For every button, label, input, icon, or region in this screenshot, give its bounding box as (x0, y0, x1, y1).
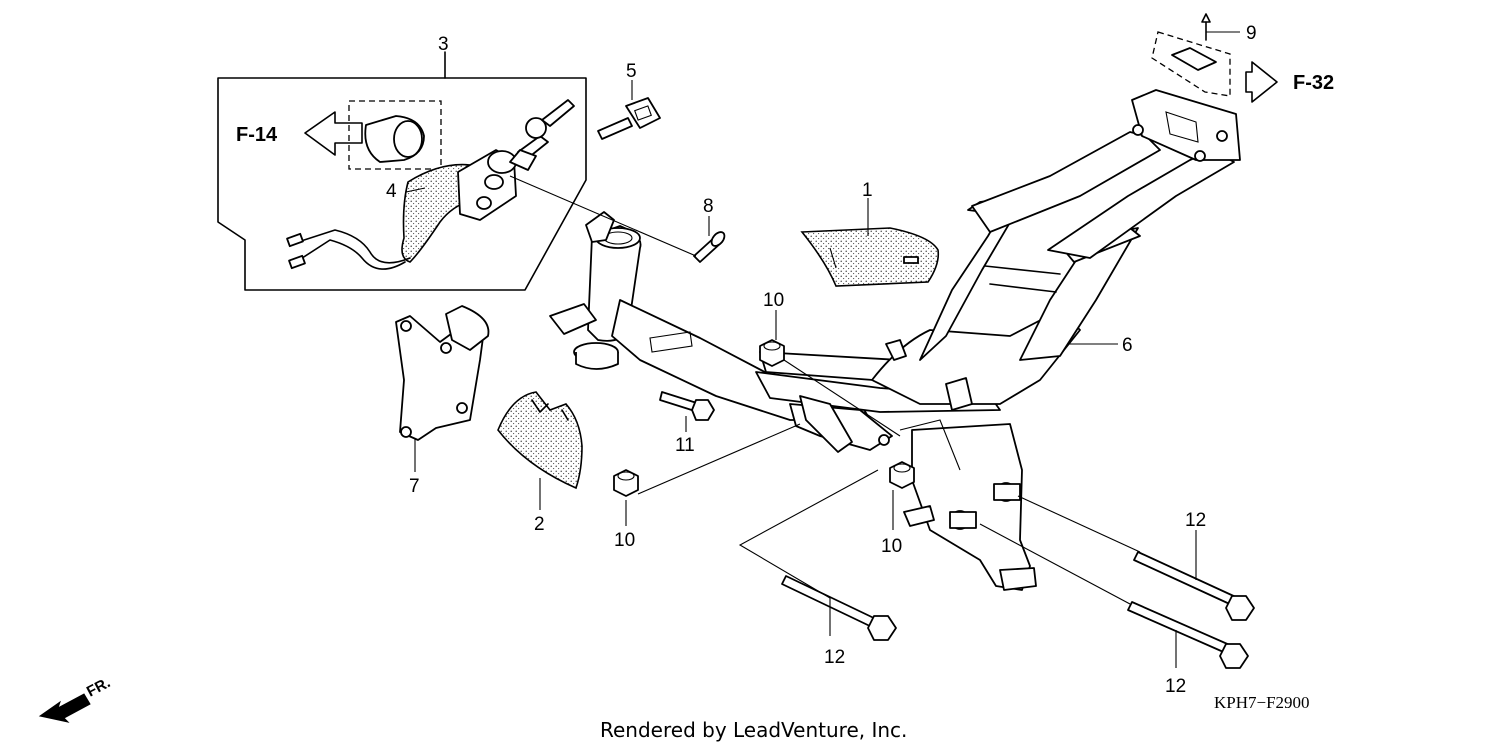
label-part-2[interactable]: 2 (534, 514, 545, 535)
label-part-12-lower-right[interactable]: 12 (1165, 676, 1186, 697)
label-part-10-upper[interactable]: 10 (763, 290, 784, 311)
part-11-bolt (659, 391, 715, 421)
part-10-nut-right (889, 461, 915, 489)
label-part-1[interactable]: 1 (862, 180, 873, 201)
label-part-12-upper[interactable]: 12 (1185, 510, 1206, 531)
part-10-nut-left (613, 469, 639, 497)
ref-f14[interactable]: F-14 (236, 111, 363, 156)
part-2-cover (497, 391, 583, 490)
ref-left-arrow-icon (304, 111, 363, 156)
part-10-nut-upper (759, 339, 785, 367)
ref-right-arrow-icon (1245, 61, 1278, 103)
label-part-10-right[interactable]: 10 (881, 536, 902, 557)
front-direction-label: FR. (84, 674, 113, 700)
credit-text: Rendered by LeadVenture, Inc. (600, 718, 907, 742)
part-12-bolt-lower (781, 575, 897, 641)
leader-lines (405, 31, 1240, 668)
label-part-11[interactable]: 11 (675, 435, 695, 456)
label-part-5[interactable]: 5 (626, 61, 637, 82)
part-12-bolt-upper-right (1133, 551, 1255, 621)
label-part-10-left[interactable]: 10 (614, 530, 635, 551)
part-6-frame (549, 89, 1241, 591)
part-5-key (597, 97, 661, 140)
part-9-clip (1151, 13, 1231, 97)
ref-right-label: F-32 (1293, 72, 1334, 94)
label-part-8[interactable]: 8 (703, 196, 714, 217)
ref-left-label: F-14 (236, 124, 278, 146)
front-direction-indicator: FR. (38, 674, 113, 723)
part-8-screw (693, 231, 726, 263)
label-part-6[interactable]: 6 (1122, 335, 1133, 356)
label-part-12-lower[interactable]: 12 (824, 647, 845, 668)
part-number-labels: 3 4 5 8 1 9 6 10 11 7 2 10 10 12 12 12 (386, 23, 1257, 697)
part-7-bracket (395, 305, 490, 441)
label-part-4[interactable]: 4 (386, 181, 397, 202)
label-part-9[interactable]: 9 (1246, 23, 1257, 44)
part-3-group-box (217, 51, 587, 291)
key-cap-inset (348, 100, 442, 170)
part-12-bolt-lower-right (1127, 601, 1249, 669)
label-part-7[interactable]: 7 (409, 476, 420, 497)
front-arrow-icon (38, 693, 91, 723)
part-1-cover (800, 227, 940, 287)
label-part-3[interactable]: 3 (438, 34, 449, 55)
part-4-ignition-switch (286, 99, 575, 270)
diagram-code: KPH7−F2900 (1214, 693, 1310, 712)
ref-f32[interactable]: F-32 (1245, 61, 1334, 103)
